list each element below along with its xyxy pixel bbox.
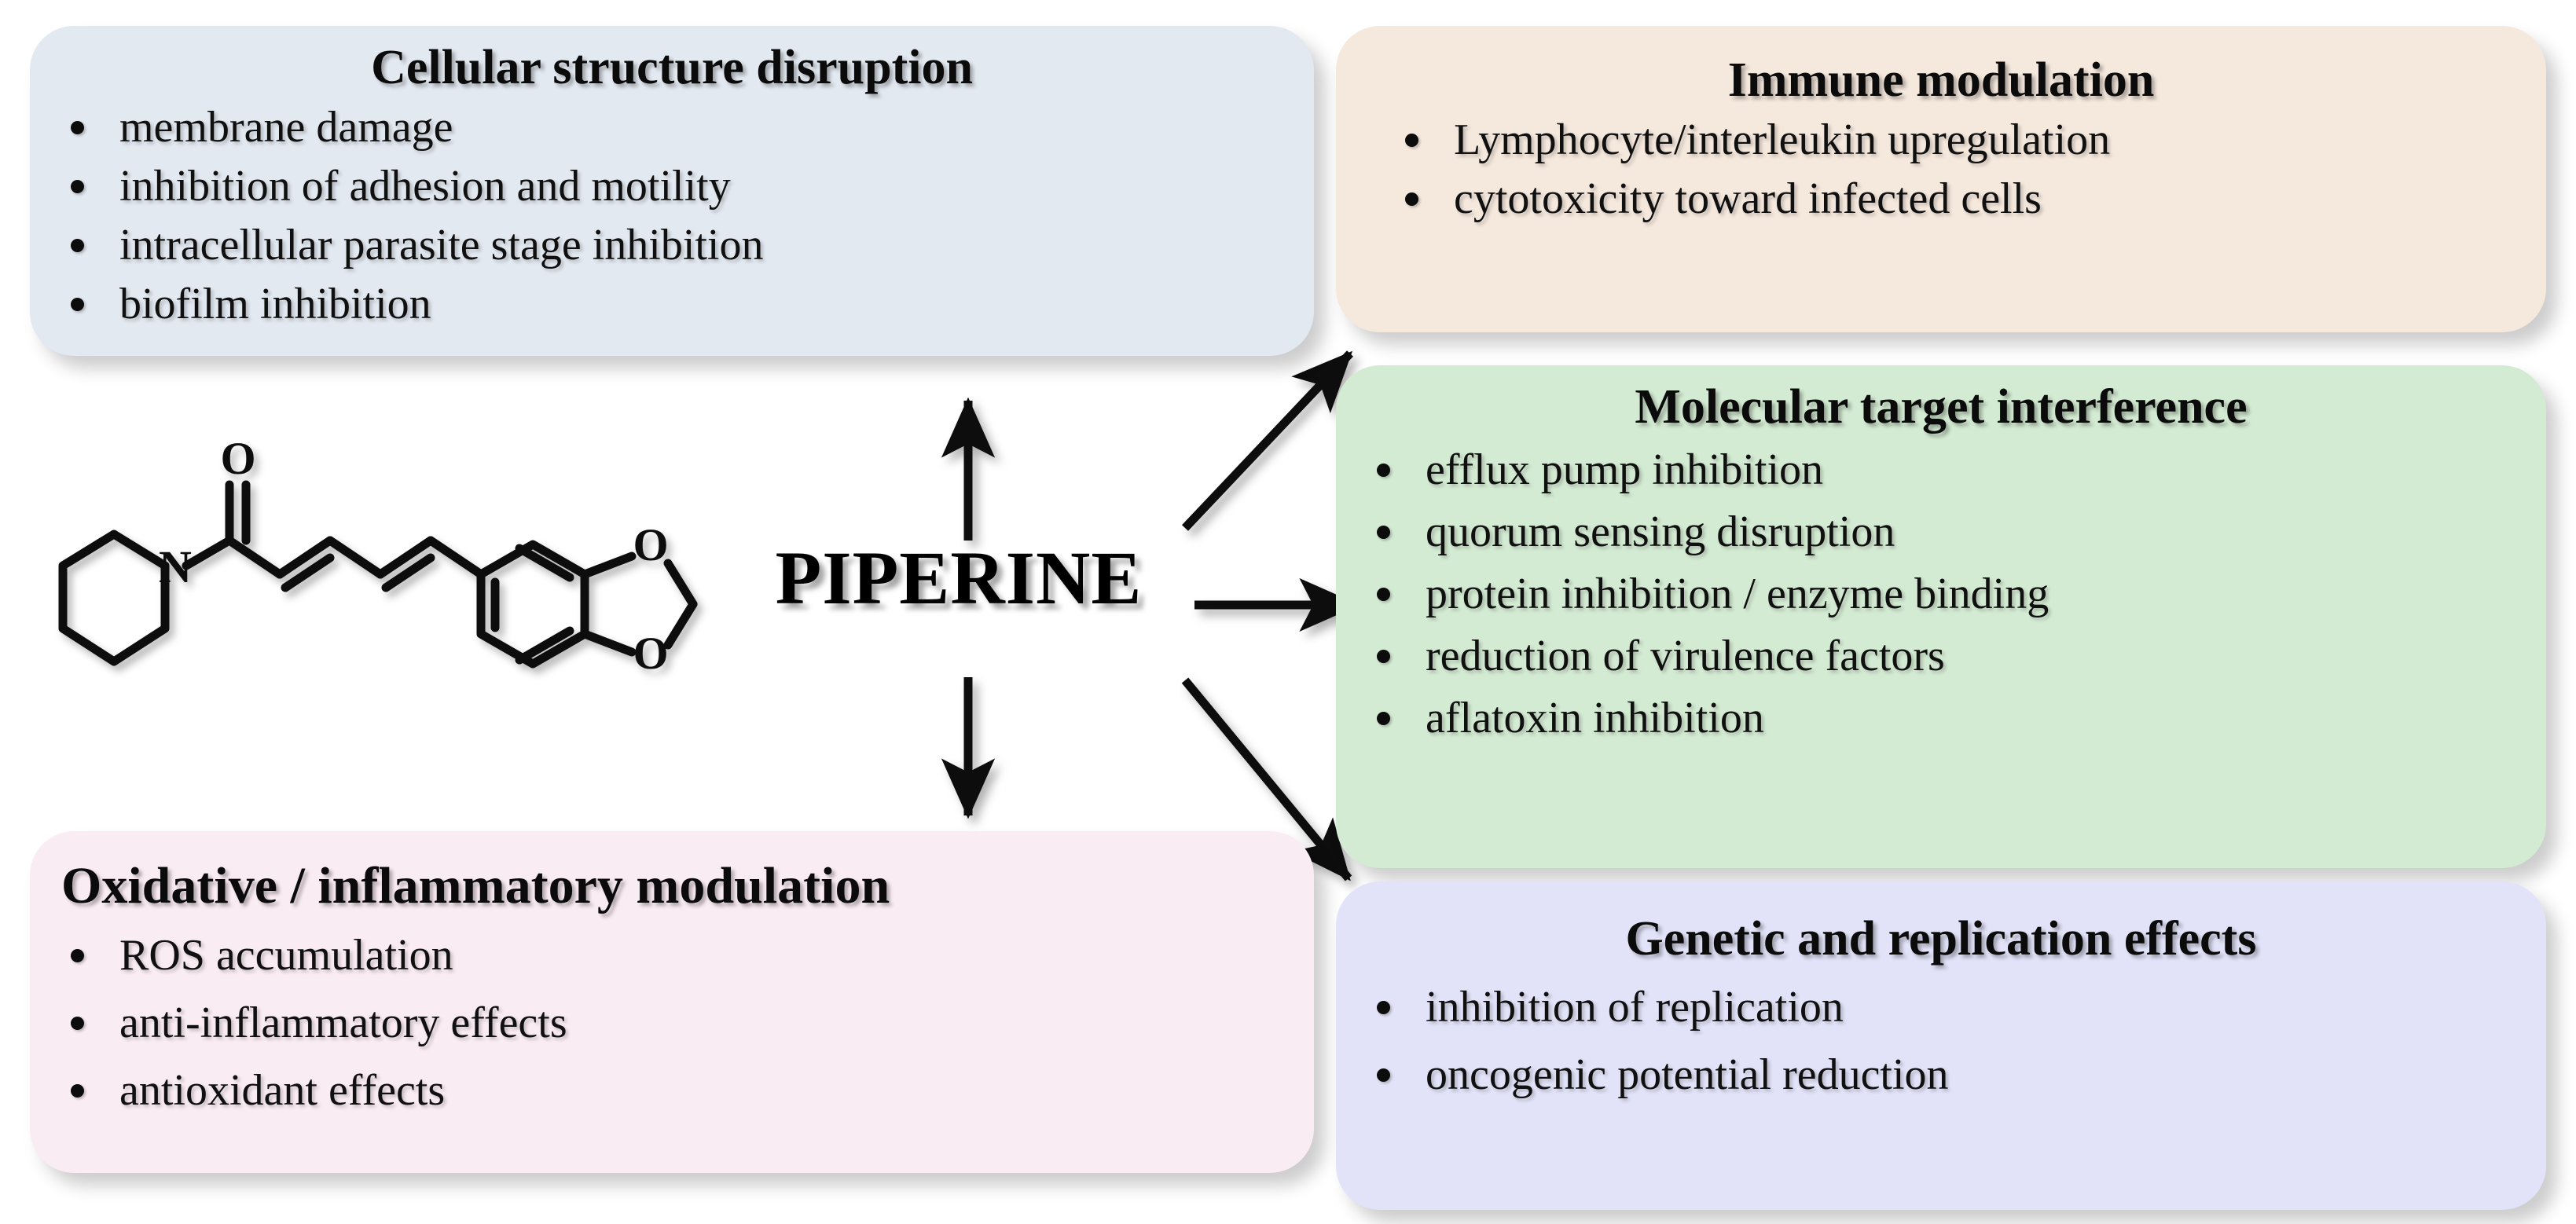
- list-item: biofilm inhibition: [53, 278, 1290, 330]
- list-item: aflatoxin inhibition: [1360, 692, 2523, 744]
- piperine-structure: O N O O: [58, 433, 698, 679]
- list-item: efflux pump inhibition: [1360, 444, 2523, 496]
- atom-label-n: N: [159, 541, 192, 592]
- arrow-upright-to-immune: [1182, 350, 1353, 531]
- list-item: membrane damage: [53, 101, 1290, 153]
- panel-title: Genetic and replication effects: [1625, 912, 2257, 966]
- panel-title: Immune modulation: [1727, 53, 2155, 107]
- panel-molecular-target-interference: Molecular target interference efflux pum…: [1336, 365, 2546, 868]
- panel-immune-modulation: Immune modulation Lymphocyte/interleukin…: [1336, 26, 2546, 332]
- panel-bullet-list: efflux pump inhibition quorum sensing di…: [1360, 444, 2523, 744]
- list-item: antioxidant effects: [53, 1065, 1290, 1116]
- list-item: cytotoxicity toward infected cells: [1360, 173, 2523, 225]
- panel-bullet-list: ROS accumulation anti-inflammatory effec…: [53, 929, 1290, 1116]
- panel-bullet-list: inhibition of replication oncogenic pote…: [1360, 981, 2523, 1101]
- atom-label-o-top: O: [633, 519, 668, 570]
- panel-title: Molecular target interference: [1635, 380, 2248, 434]
- atom-label-o-bottom: O: [633, 628, 668, 679]
- list-item: oncogenic potential reduction: [1360, 1049, 2523, 1101]
- list-item: anti-inflammatory effects: [53, 997, 1290, 1049]
- atom-label-o-carbonyl: O: [220, 433, 255, 484]
- panel-title: Oxidative / inflammatory modulation: [61, 857, 890, 914]
- list-item: reduction of virulence factors: [1360, 630, 2523, 682]
- list-item: quorum sensing disruption: [1360, 506, 2523, 558]
- list-item: ROS accumulation: [53, 929, 1290, 981]
- panel-cellular-structure-disruption: Cellular structure disruption membrane d…: [30, 26, 1314, 356]
- panel-bullet-list: Lymphocyte/interleukin upregulation cyto…: [1360, 114, 2523, 225]
- list-item: Lymphocyte/interleukin upregulation: [1360, 114, 2523, 166]
- list-item: protein inhibition / enzyme binding: [1360, 568, 2523, 620]
- panel-oxidative-inflammatory-modulation: Oxidative / inflammatory modulation ROS …: [30, 831, 1314, 1173]
- panel-genetic-replication-effects: Genetic and replication effects inhibiti…: [1336, 881, 2546, 1210]
- center-label-piperine: PIPERINE: [775, 536, 1143, 620]
- list-item: inhibition of replication: [1360, 981, 2523, 1033]
- panel-bullet-list: membrane damage inhibition of adhesion a…: [53, 101, 1290, 330]
- list-item: inhibition of adhesion and motility: [53, 160, 1290, 212]
- panel-title: Cellular structure disruption: [371, 41, 973, 94]
- list-item: intracellular parasite stage inhibition: [53, 219, 1290, 271]
